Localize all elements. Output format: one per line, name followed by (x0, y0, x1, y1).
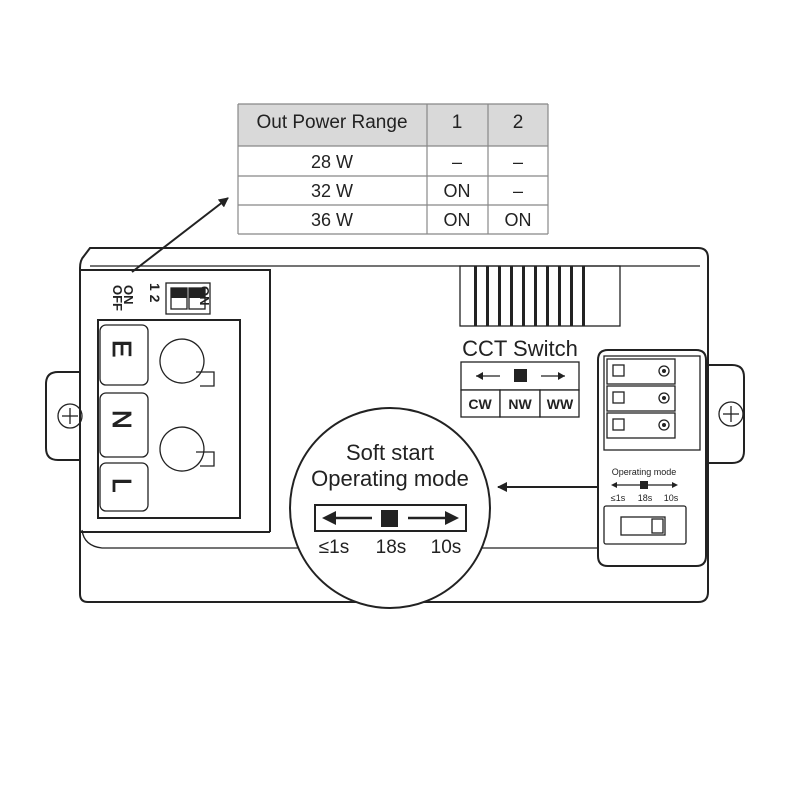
cct-title: CCT Switch (462, 336, 578, 361)
table-cell: ON (444, 210, 471, 230)
table-header-bg (238, 104, 548, 146)
terminal-n-label: N (107, 410, 137, 429)
cct-option-cw: CW (468, 396, 492, 412)
table-cell: 36 W (311, 210, 353, 230)
vent-grille (459, 265, 621, 327)
table-cell: ON (505, 210, 532, 230)
callout-option-1: ≤1s (319, 537, 350, 558)
dip-numbers: 1 2 (147, 283, 163, 303)
terminal-block: E N L (80, 269, 271, 533)
table-header-switch-1: 1 (452, 112, 463, 133)
table-cell: – (452, 152, 462, 172)
dip-switch: ON OFF 1 2 ON (110, 282, 212, 315)
terminal-e-label: E (107, 340, 137, 357)
callout-title-line2: Operating mode (311, 466, 469, 491)
table-body-bg (238, 146, 548, 234)
right-mounting-ear (709, 364, 745, 464)
callout-option-3: 10s (431, 537, 462, 558)
table-header-switch-2: 2 (513, 112, 524, 133)
dip-to-table-arrow (131, 197, 229, 273)
power-range-table: Out Power Range 1 2 28 W – – 32 W ON – 3… (237, 103, 549, 235)
callout-option-2: 18s (376, 537, 407, 558)
left-mounting-ear (45, 371, 83, 461)
table-header-range: Out Power Range (256, 112, 407, 133)
small-mode-option-3: 10s (664, 493, 679, 503)
small-mode-option-1: ≤1s (611, 493, 626, 503)
cct-option-nw: NW (508, 396, 532, 412)
dip-on-label: ON (121, 285, 136, 305)
operating-mode-callout: Soft start Operating mode ≤1s 18s 10s (289, 407, 491, 609)
cct-option-ww: WW (547, 396, 574, 412)
table-cell: 28 W (311, 152, 353, 172)
table-cell: 32 W (311, 181, 353, 201)
small-mode-option-2: 18s (638, 493, 653, 503)
terminal-l-label: L (107, 478, 137, 492)
cct-switch: CCT Switch CW NW WW (460, 336, 580, 418)
table-cell: ON (444, 181, 471, 201)
dip-off-label: OFF (110, 285, 125, 311)
callout-title-line1: Soft start (346, 440, 434, 465)
dip-on-side-label: ON (197, 286, 212, 306)
table-cell: – (513, 152, 523, 172)
table-cell: – (513, 181, 523, 201)
small-mode-label: Operating mode (612, 467, 677, 477)
right-connector-panel: Operating mode ≤1s 18s 10s (597, 349, 707, 567)
